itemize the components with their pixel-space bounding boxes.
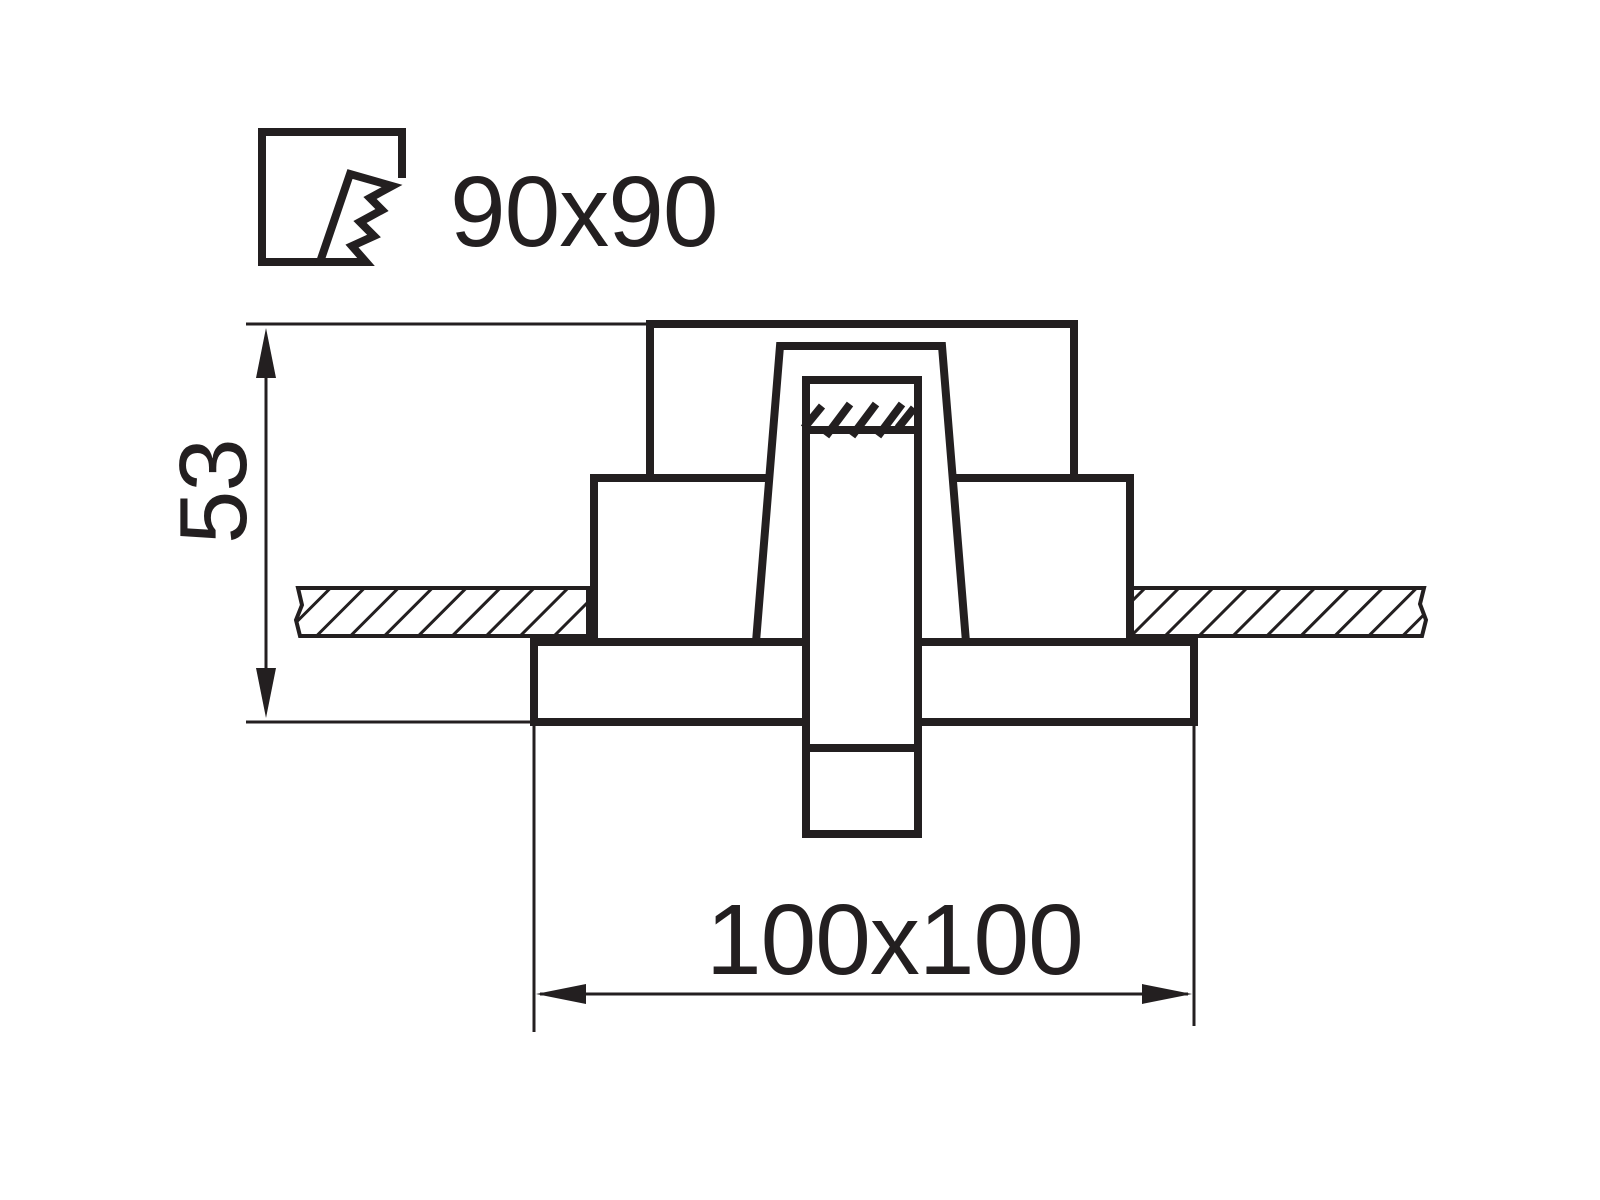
width-label: 100x100 <box>706 884 1083 996</box>
fixture-body <box>530 320 1198 838</box>
cutout-label: 90x90 <box>450 156 717 268</box>
ceiling-left <box>293 586 590 638</box>
height-label: 53 <box>160 439 267 544</box>
height-dimension <box>246 322 650 724</box>
thread-marks <box>800 401 918 439</box>
ceiling-right <box>1120 586 1429 638</box>
square-cutout-icon <box>258 128 406 266</box>
width-dimension <box>532 722 1196 1032</box>
lamp-core <box>802 376 922 838</box>
